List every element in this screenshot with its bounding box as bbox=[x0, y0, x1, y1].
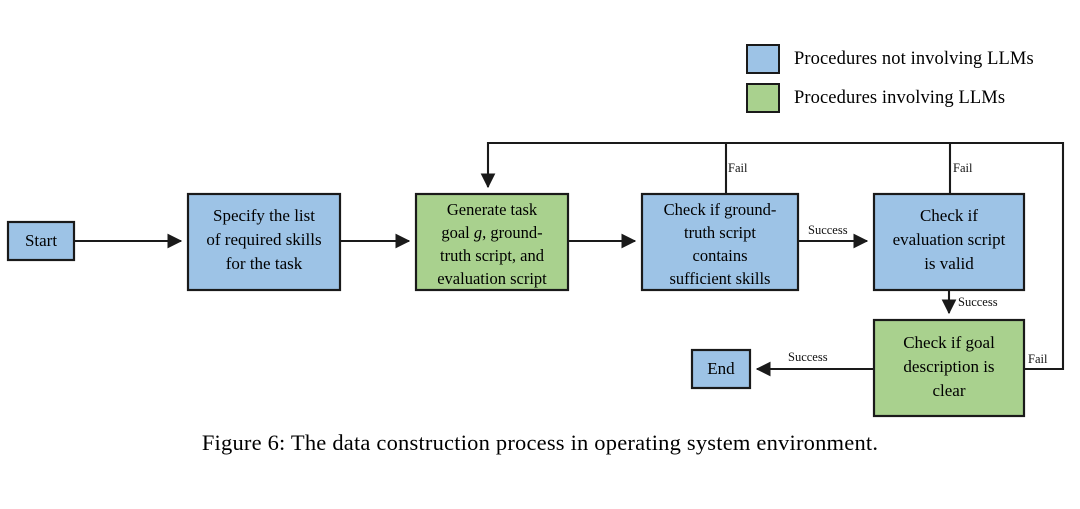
legend-item-involving-llms: Procedures involving LLMs bbox=[746, 83, 1034, 113]
edge-checkeval-fail-to-generate bbox=[726, 141, 952, 194]
legend-item-not-involving-llms: Procedures not involving LLMs bbox=[746, 44, 1034, 74]
edge-label-success-checkskills: Success bbox=[808, 223, 848, 237]
node-check-goal-description[interactable]: Check if goal description is clear bbox=[872, 318, 1026, 418]
edge-label-fail-checkeval: Fail bbox=[953, 161, 973, 175]
green-swatch-icon bbox=[746, 83, 780, 113]
node-check-evaluation-script[interactable]: Check if evaluation script is valid bbox=[872, 192, 1026, 292]
figure-caption: Figure 6: The data construction process … bbox=[201, 430, 879, 455]
edge-checkskills-fail-to-generate bbox=[480, 141, 728, 194]
legend-label-involving-llms: Procedures involving LLMs bbox=[794, 87, 1006, 108]
node-check-goal-line-3: clear bbox=[932, 381, 965, 400]
node-generate-task[interactable]: Generate task goal g, ground- truth scri… bbox=[414, 192, 570, 292]
edge-label-layer: Fail Fail Fail Success Success Success bbox=[728, 161, 1048, 366]
node-check-goal-description-box[interactable] bbox=[872, 318, 1026, 418]
node-specify-skills-line-2: of required skills bbox=[206, 230, 321, 249]
node-start-box[interactable] bbox=[6, 220, 76, 262]
node-check-evaluation-line-2: evaluation script bbox=[893, 230, 1006, 249]
edge-label-success-checkgoal: Success bbox=[788, 350, 828, 364]
node-specify-skills[interactable]: Specify the list of required skills for … bbox=[186, 192, 342, 292]
blue-swatch-icon bbox=[746, 44, 780, 74]
node-check-evaluation-line-3: is valid bbox=[924, 254, 974, 273]
node-check-ground-truth-script-box[interactable] bbox=[640, 192, 800, 292]
node-check-ground-truth-line-4: sufficient skills bbox=[670, 269, 771, 288]
node-generate-task-line-1: Generate task bbox=[447, 200, 538, 219]
node-start[interactable]: Start bbox=[6, 220, 76, 262]
edge-checkgoal-fail-to-generate bbox=[950, 141, 1065, 371]
node-check-evaluation-line-1: Check if bbox=[920, 206, 978, 225]
node-check-ground-truth-line-3: contains bbox=[693, 246, 748, 265]
edge-label-success-checkeval: Success bbox=[958, 295, 998, 309]
node-end-box[interactable] bbox=[690, 348, 752, 390]
node-check-goal-line-1: Check if goal bbox=[903, 333, 995, 352]
node-check-goal-line-2: description is bbox=[903, 357, 994, 376]
node-specify-skills-box[interactable] bbox=[186, 192, 342, 292]
edge-layer bbox=[74, 141, 1065, 377]
node-check-evaluation-script-box[interactable] bbox=[872, 192, 1026, 292]
node-check-ground-truth-line-2: truth script bbox=[684, 223, 756, 242]
edge-label-fail-checkgoal: Fail bbox=[1028, 352, 1048, 366]
node-generate-task-line-3: truth script, and bbox=[440, 246, 545, 265]
node-end-label: End bbox=[707, 359, 735, 378]
node-check-ground-truth-script[interactable]: Check if ground- truth script contains s… bbox=[640, 192, 800, 292]
node-check-ground-truth-line-1: Check if ground- bbox=[664, 200, 777, 219]
edge-label-fail-checkskills: Fail bbox=[728, 161, 748, 175]
node-layer: Start Specify the list of required skill… bbox=[6, 192, 1026, 418]
node-start-label: Start bbox=[25, 231, 57, 250]
legend: Procedures not involving LLMs Procedures… bbox=[746, 44, 1034, 122]
node-generate-task-line-2: goal g, ground- bbox=[441, 223, 542, 242]
node-generate-task-box[interactable] bbox=[414, 192, 570, 292]
node-generate-task-line-4: evaluation script bbox=[437, 269, 547, 288]
node-end[interactable]: End bbox=[690, 348, 752, 390]
node-specify-skills-line-3: for the task bbox=[226, 254, 303, 273]
node-specify-skills-line-1: Specify the list bbox=[213, 206, 315, 225]
legend-label-not-involving-llms: Procedures not involving LLMs bbox=[794, 48, 1034, 69]
